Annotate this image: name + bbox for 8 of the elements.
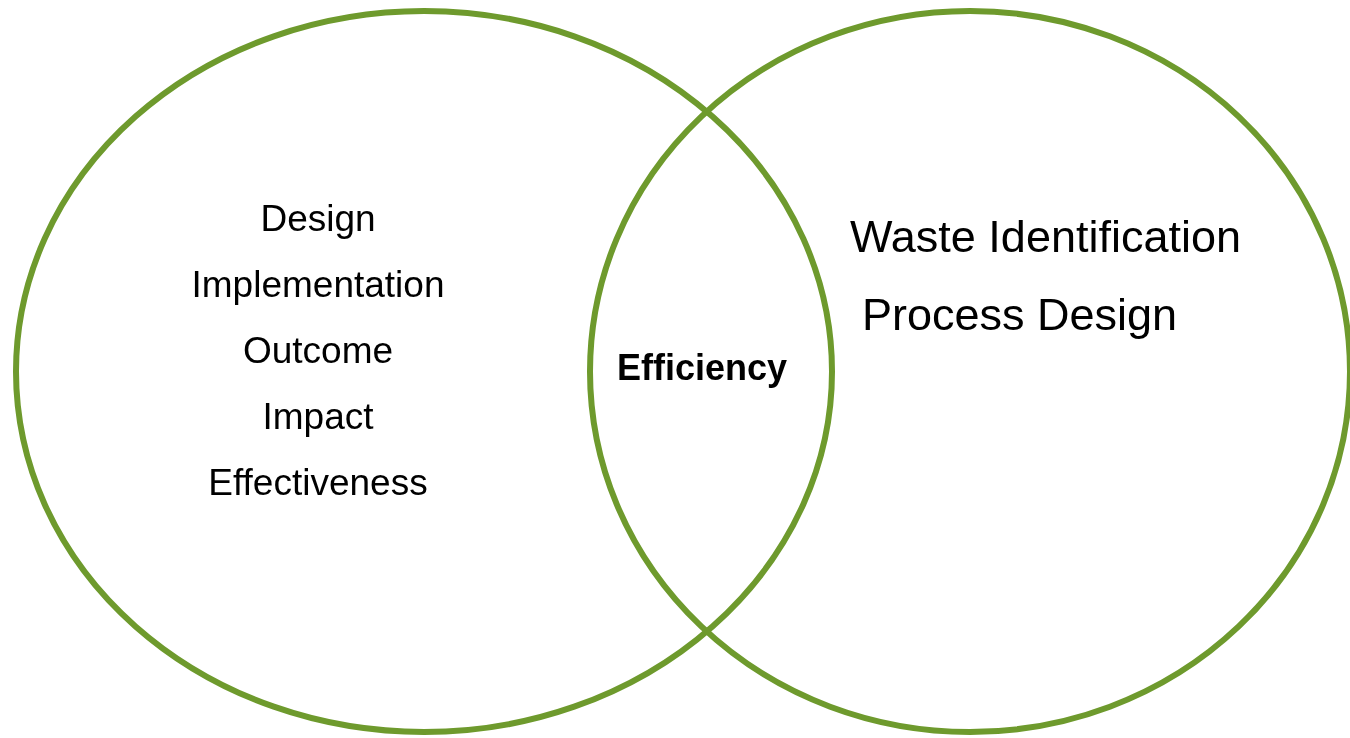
overlap-label: Efficiency: [616, 350, 788, 386]
set-item-label: Process Design: [862, 292, 1178, 337]
set-item-label: Impact: [262, 398, 374, 435]
set-item-label: Design: [260, 200, 376, 237]
set-item-label: Implementation: [191, 266, 445, 303]
set-item-label: Outcome: [242, 332, 394, 369]
set-item-label: Waste Identification: [850, 214, 1242, 259]
set-item-label: Effectiveness: [208, 464, 428, 501]
